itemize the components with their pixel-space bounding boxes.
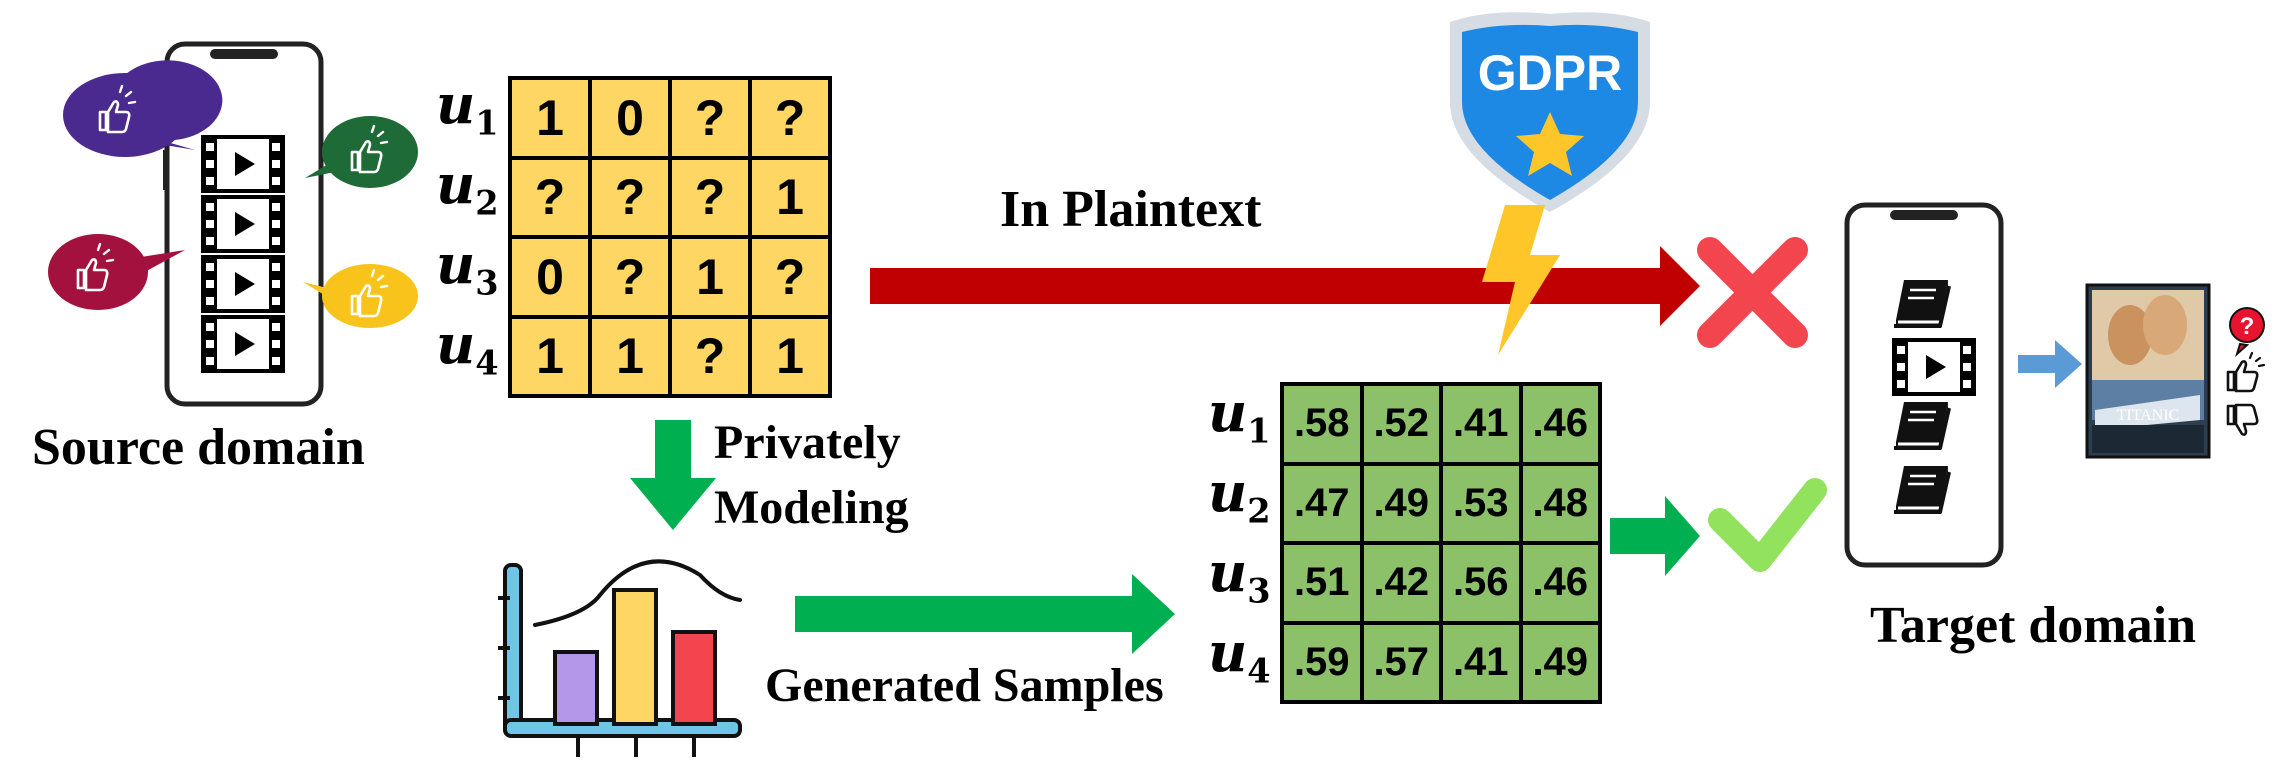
user-label-name: u (1208, 460, 1248, 524)
matrix-cell: .46 (1520, 384, 1600, 464)
target-domain-label: Target domain (1870, 597, 2196, 654)
question-icon: ? (2229, 307, 2265, 358)
svg-text:?: ? (2240, 313, 2255, 340)
user-label-index: 3 (1247, 571, 1271, 611)
privately-modeling-label-line1: Privately (714, 416, 901, 469)
video-icon (201, 135, 285, 193)
target-phone (1844, 202, 2004, 568)
matrix-cell: ? (590, 157, 670, 237)
matrix-cell: ? (670, 157, 750, 237)
privately-modeling-arrow (630, 420, 716, 530)
matrix-cell: .46 (1520, 543, 1600, 623)
matrix-cell: .57 (1361, 622, 1441, 702)
user-label-name: u (1208, 380, 1248, 444)
like-bubble-purple (63, 60, 223, 157)
user-label: u1 (436, 72, 499, 143)
matrix-cell: .51 (1282, 543, 1362, 623)
user-label-name: u (436, 72, 476, 136)
like-bubble-yellow (303, 264, 418, 328)
poster-title: TITANIC (2117, 407, 2180, 424)
privately-modeling-label-line2: Modeling (714, 481, 909, 534)
source-domain-label: Source domain (32, 419, 365, 476)
user-label-index: 4 (475, 343, 499, 383)
check-icon (1708, 478, 1827, 572)
video-icon (201, 315, 285, 373)
video-icon (1892, 338, 1976, 396)
user-label: u4 (436, 312, 499, 383)
user-label: u1 (1208, 380, 1271, 451)
matrix-cell: .56 (1441, 543, 1521, 623)
matrix-cell: .49 (1520, 622, 1600, 702)
matrix-cell: 1 (510, 78, 590, 158)
matrix-cell: ? (750, 237, 830, 317)
matrix-cell: .58 (1282, 384, 1362, 464)
matrix-cell: ? (510, 157, 590, 237)
matrix-cell: ? (670, 316, 750, 396)
matrix-cell: 0 (510, 237, 590, 317)
user-label-name: u (436, 232, 476, 296)
matrix-cell: ? (670, 78, 750, 158)
user-label: u4 (1208, 620, 1271, 691)
matrix-cell: 0 (590, 78, 670, 158)
video-icon (201, 255, 285, 313)
user-label-index: 4 (1247, 651, 1271, 691)
matrix-cell: 1 (510, 316, 590, 396)
user-label: u2 (436, 152, 499, 223)
user-label-name: u (1208, 540, 1248, 604)
matrix-cell: .47 (1282, 463, 1362, 543)
lightning-icon (1482, 205, 1560, 355)
matrix-cell: 1 (670, 237, 750, 317)
matrix-cell: .49 (1361, 463, 1441, 543)
matrix-cell: .59 (1282, 622, 1362, 702)
thumbs-down-icon (2226, 403, 2259, 436)
matrix-cell: .41 (1441, 384, 1521, 464)
bar-chart-icon (498, 559, 742, 757)
matrix-cell: 1 (750, 316, 830, 396)
generated-samples-arrow (795, 574, 1175, 654)
transfer-arrow (1610, 496, 1700, 576)
cross-icon (1697, 237, 1808, 348)
gdpr-shield-icon (1450, 12, 1650, 213)
matrix-cell: .53 (1441, 463, 1521, 543)
matrix-cell: .41 (1441, 622, 1521, 702)
matrix-cell: 1 (750, 157, 830, 237)
matrix-cell: .48 (1520, 463, 1600, 543)
user-label-name: u (436, 152, 476, 216)
matrix-cell: .42 (1361, 543, 1441, 623)
user-label: u3 (436, 232, 499, 303)
user-label-index: 1 (1247, 411, 1271, 451)
user-label-index: 2 (475, 183, 499, 223)
like-bubble-green (305, 116, 418, 188)
recommend-arrow (2018, 340, 2082, 388)
plaintext-arrow (870, 246, 1700, 326)
user-label-name: u (1208, 620, 1248, 684)
movie-poster (2085, 283, 2211, 459)
in-plaintext-label: In Plaintext (1000, 181, 1262, 238)
thumbs-up-icon (2226, 351, 2266, 393)
user-label-index: 1 (475, 103, 499, 143)
user-label-index: 2 (1247, 491, 1271, 531)
matrix-cell: .52 (1361, 384, 1441, 464)
video-icon (201, 195, 285, 253)
generated-samples-label: Generated Samples (765, 659, 1164, 712)
matrix-cell: ? (590, 237, 670, 317)
user-label-index: 3 (475, 263, 499, 303)
matrix-cell: 1 (590, 316, 670, 396)
user-label-name: u (436, 312, 476, 376)
user-label: u3 (1208, 540, 1271, 611)
matrix-cell: ? (750, 78, 830, 158)
user-label: u2 (1208, 460, 1271, 531)
source-phone (163, 41, 324, 407)
like-bubble-red (48, 234, 185, 310)
gdpr-text: GDPR (1478, 45, 1622, 101)
